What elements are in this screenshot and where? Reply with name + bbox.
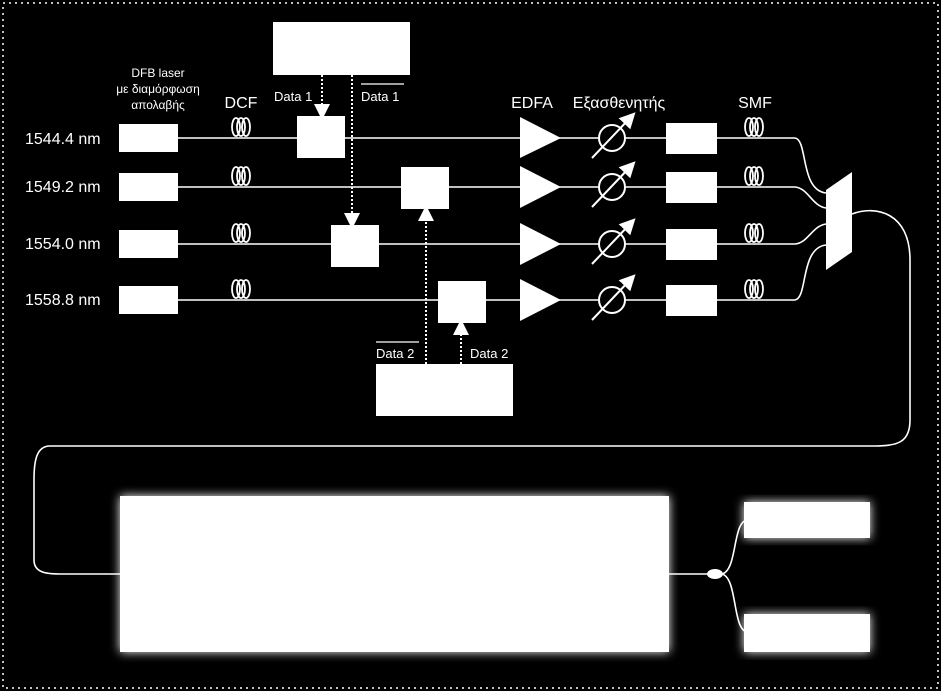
edfa-label: EDFA — [511, 95, 553, 112]
multiplexer-icon — [826, 172, 852, 270]
mux-input-2 — [794, 186, 827, 209]
modulator-box-4 — [438, 281, 486, 323]
fiber-coil-icon — [231, 166, 251, 186]
mux-input-4 — [794, 244, 827, 301]
modulator-box-2 — [401, 167, 449, 209]
laser-label-line2: με διαμόρφωση — [116, 82, 200, 96]
smf-label: SMF — [738, 95, 772, 112]
wavelength-label-1: 1544.4 nm — [25, 131, 101, 148]
fiber-coil-icon — [744, 279, 764, 299]
data2-bar-label: Data 2 — [376, 346, 414, 361]
fiber-coil-icon — [744, 223, 764, 243]
amplifier-triangle-icon — [520, 223, 561, 265]
variable-attenuator-icon — [591, 161, 636, 208]
modulator-box-1 — [297, 116, 345, 158]
attenuator-label: Εξασθενητής — [573, 95, 666, 112]
channel-box-3 — [666, 229, 717, 260]
mux-input-1 — [794, 137, 827, 194]
dcf-label: DCF — [225, 95, 258, 112]
fiber-coil-icon — [231, 223, 251, 243]
laser-box-3 — [119, 230, 178, 258]
data-source-box-bottom — [376, 364, 513, 416]
laser-box-4 — [119, 286, 178, 314]
channel-box-2 — [666, 172, 717, 203]
laser-box-2 — [119, 173, 178, 201]
laser-label-line1: DFB laser — [131, 66, 184, 80]
data-source-box-top — [273, 22, 410, 75]
wavelength-label-4: 1558.8 nm — [25, 292, 101, 309]
amplifier-triangle-icon — [520, 117, 561, 158]
output-fiber-loop — [33, 209, 911, 575]
variable-attenuator-icon — [591, 274, 636, 321]
modulator-box-3 — [331, 225, 379, 267]
amplifier-triangle-icon — [520, 279, 561, 321]
laser-box-1 — [119, 124, 178, 152]
fiber-coil-icon — [231, 117, 251, 137]
receiver-box — [120, 496, 669, 652]
data1-bar-label: Data 1 — [361, 89, 399, 104]
fiber-coil-icon — [231, 279, 251, 299]
channel-box-4 — [666, 285, 717, 316]
variable-attenuator-icon — [591, 112, 636, 159]
fiber-coil-icon — [744, 166, 764, 186]
data2-label: Data 2 — [470, 346, 508, 361]
splitter-icon — [707, 569, 723, 579]
wavelength-label-3: 1554.0 nm — [25, 236, 101, 253]
output-box-top — [744, 502, 870, 538]
splitter-branch-bottom — [721, 573, 749, 633]
splitter-branch-top — [721, 519, 749, 575]
amplifier-triangle-icon — [520, 166, 561, 208]
variable-attenuator-icon — [591, 218, 636, 265]
fiber-coil-icon — [744, 117, 764, 137]
output-box-bottom — [744, 614, 870, 652]
channel-box-1 — [666, 123, 717, 154]
wavelength-label-2: 1549.2 nm — [25, 179, 101, 196]
laser-label-line3: απολαβής — [131, 98, 185, 112]
data1-label: Data 1 — [274, 89, 312, 104]
mux-input-3 — [794, 223, 827, 245]
